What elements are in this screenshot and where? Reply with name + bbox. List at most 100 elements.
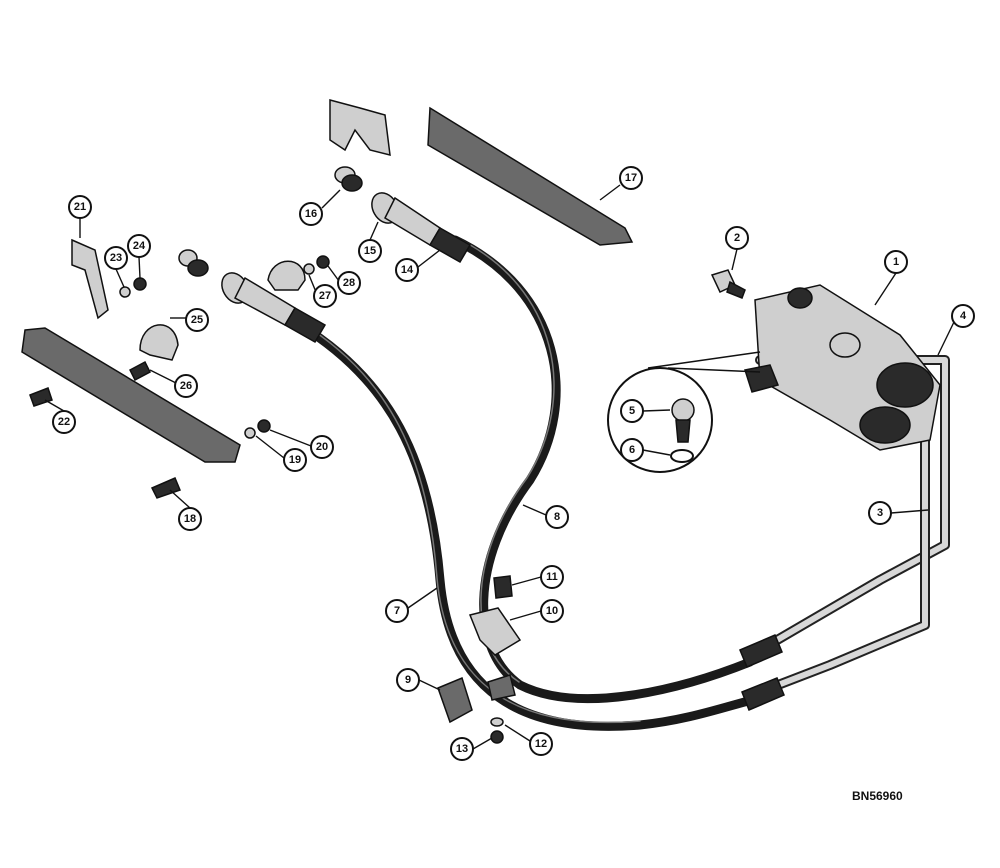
callout-circle (358, 239, 382, 263)
callout-26: 26 (174, 374, 198, 398)
callout-2: 2 (725, 226, 749, 250)
callout-circle (884, 250, 908, 274)
plug-left (178, 249, 209, 277)
bracket-21 (71, 238, 109, 320)
bolt-2 (710, 269, 746, 299)
callout-circle (104, 246, 128, 270)
callout-circle (310, 435, 334, 459)
callout-layer: 1234567891011121314151617181920212223242… (52, 166, 975, 761)
callout-22: 22 (52, 410, 76, 434)
callout-24: 24 (127, 234, 151, 258)
callout-23: 23 (104, 246, 128, 270)
callout-15: 15 (358, 239, 382, 263)
callout-circle (185, 308, 209, 332)
callout-circle (540, 565, 564, 589)
callout-circle (127, 234, 151, 258)
callout-label: 16 (305, 208, 317, 220)
callout-4: 4 (951, 304, 975, 328)
callout-18: 18 (178, 507, 202, 531)
callout-20: 20 (310, 435, 334, 459)
callout-label: 15 (364, 245, 376, 257)
callout-circle (540, 599, 564, 623)
callout-circle (725, 226, 749, 250)
clamp-10 (468, 607, 522, 656)
callout-circle (174, 374, 198, 398)
callout-circle (396, 668, 420, 692)
callout-11: 11 (540, 565, 564, 589)
callout-circle (545, 505, 569, 529)
callout-circle (52, 410, 76, 434)
plate-17 (427, 106, 634, 246)
callout-circle (299, 202, 323, 226)
callout-label: 6 (629, 444, 635, 456)
callout-10: 10 (540, 599, 564, 623)
drawing-code: BN56960 (852, 789, 903, 803)
plate-left (21, 327, 241, 463)
callout-label: 21 (74, 201, 86, 213)
callout-circle (385, 599, 409, 623)
tube-fittings (739, 634, 785, 711)
callout-3: 3 (868, 501, 892, 525)
hose-7 (295, 320, 765, 731)
washer-12 (490, 717, 504, 727)
callout-label: 9 (405, 674, 411, 686)
callout-label: 14 (401, 264, 414, 276)
callout-label: 4 (960, 310, 967, 322)
callout-circle (620, 438, 644, 462)
callout-circle (619, 166, 643, 190)
callout-circle (68, 195, 92, 219)
callout-label: 10 (546, 605, 558, 617)
callout-6: 6 (620, 438, 644, 462)
clamp-27 (267, 260, 306, 291)
callout-label: 2 (734, 232, 740, 244)
hardware-small (29, 255, 330, 499)
fitting-7-end (221, 272, 327, 344)
callout-label: 23 (110, 252, 122, 264)
callout-21: 21 (68, 195, 92, 219)
block-9 (437, 676, 473, 724)
callout-circle (337, 271, 361, 295)
callout-label: 24 (133, 240, 146, 252)
callout-label: 12 (535, 738, 547, 750)
callout-circle (178, 507, 202, 531)
callout-16: 16 (299, 202, 323, 226)
callout-label: 28 (343, 277, 355, 289)
callout-13: 13 (450, 737, 474, 761)
valve-1 (744, 284, 941, 451)
callout-circle (620, 399, 644, 423)
callout-label: 8 (554, 511, 560, 523)
nut-13 (490, 730, 504, 744)
callout-label: 11 (546, 571, 558, 583)
callout-circle (395, 258, 419, 282)
callout-27: 27 (313, 284, 337, 308)
callout-5: 5 (620, 399, 644, 423)
callout-label: 22 (58, 416, 70, 428)
callout-12: 12 (529, 732, 553, 756)
callout-19: 19 (283, 448, 307, 472)
callout-14: 14 (395, 258, 419, 282)
bracket-top (329, 99, 391, 156)
callout-label: 3 (877, 507, 883, 519)
callout-label: 26 (180, 380, 192, 392)
callout-circle (868, 501, 892, 525)
callout-circle (951, 304, 975, 328)
fitting-14-15 (371, 192, 472, 264)
callout-label: 27 (319, 290, 331, 302)
callout-label: 17 (625, 172, 637, 184)
callout-label: 18 (184, 513, 196, 525)
callout-1: 1 (884, 250, 908, 274)
callout-9: 9 (396, 668, 420, 692)
leader-lines (44, 184, 955, 750)
clamp-25 (139, 324, 179, 361)
callout-label: 20 (316, 441, 328, 453)
callout-circle (283, 448, 307, 472)
callout-17: 17 (619, 166, 643, 190)
callout-circle (450, 737, 474, 761)
block-9b (487, 674, 516, 701)
callout-label: 1 (893, 256, 899, 268)
callout-7: 7 (385, 599, 409, 623)
callout-8: 8 (545, 505, 569, 529)
callout-circle (313, 284, 337, 308)
